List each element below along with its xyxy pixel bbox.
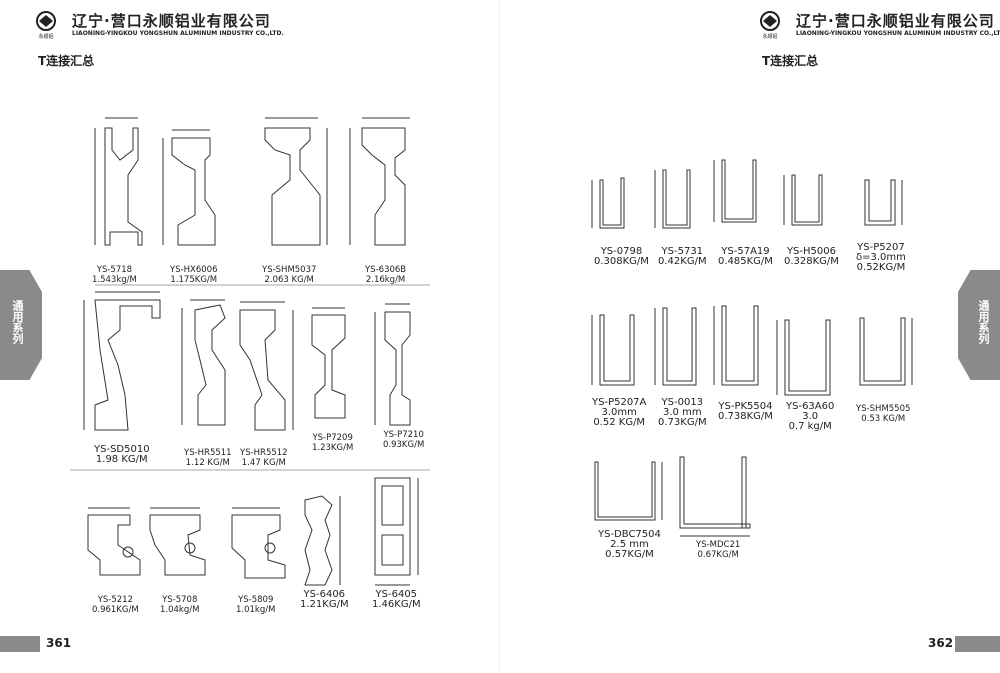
section-title: T连接汇总 — [38, 54, 95, 68]
profiles-drawing — [591, 159, 913, 537]
profile-ys-5809 — [231, 507, 286, 579]
footer-bar — [955, 636, 1000, 652]
page-number: 361 — [46, 636, 72, 650]
company-name-en: LIAONING-YINGKOU YONGSHUN ALUMINUM INDUS… — [72, 30, 284, 37]
company-name-en: LIAONING-YINGKOU YONGSHUN ALUMINUM INDUS… — [796, 30, 1000, 37]
profile-ys-63a60 — [776, 319, 831, 396]
profile-ys-dbc7504 — [594, 461, 663, 521]
profile-ys-p7209 — [311, 307, 346, 419]
profile-ys-5708 — [149, 507, 206, 576]
profile-ys-5718 — [94, 117, 143, 246]
profile-ys-mdc21 — [679, 456, 751, 537]
profile-ys-hx6006 — [162, 129, 216, 246]
profile-ys-shm5505 — [859, 317, 913, 386]
profile-ys-0798 — [591, 177, 625, 229]
profile-ys-sd5010 — [83, 291, 161, 431]
company-name-cn: 辽宁·营口永顺铝业有限公司 — [72, 12, 271, 30]
section-title: T连接汇总 — [762, 54, 819, 68]
side-tab-label: 通用系列 — [977, 300, 990, 344]
profile-ys-6306b — [349, 117, 410, 246]
svg-text:永顺铝: 永顺铝 — [38, 33, 53, 40]
profile-ys-p5207 — [864, 179, 903, 226]
side-tab-label: 通用系列 — [11, 300, 24, 344]
profile-ys-0013 — [654, 307, 697, 386]
company-name-cn: 辽宁·营口永顺铝业有限公司 — [796, 12, 995, 30]
side-tab: 通用系列 — [0, 270, 42, 380]
profile-ys-5731 — [654, 169, 691, 229]
profile-ys-5212 — [87, 507, 141, 576]
profile-ys-hr5512 — [239, 301, 294, 431]
profile-ys-p7210 — [374, 303, 411, 426]
profiles-drawing — [70, 117, 430, 586]
page-number: 362 — [928, 636, 954, 650]
page-361: 永顺铝 辽宁·营口永顺铝业有限公司 LIAONING-YINGKOU YONGS… — [0, 11, 430, 652]
profile-ys-6406 — [304, 495, 341, 586]
company-logo: 永顺铝 — [36, 11, 56, 40]
svg-text:永顺铝: 永顺铝 — [762, 33, 777, 40]
company-logo: 永顺铝 — [760, 11, 780, 40]
profile-ys-57A19 — [713, 159, 757, 223]
profile-ys-hr5511 — [181, 299, 226, 426]
side-tab: 通用系列 — [958, 270, 1000, 380]
profile-ys-shm5037 — [264, 117, 328, 246]
profile-ys-pk5504 — [713, 305, 759, 386]
footer-bar — [0, 636, 40, 652]
page-362: 永顺铝 辽宁·营口永顺铝业有限公司 LIAONING-YINGKOU YONGS… — [500, 0, 1000, 673]
profile-ys-6405 — [374, 477, 419, 586]
profile-ys-p5207a — [591, 314, 635, 386]
profile-ys-h5006 — [783, 174, 823, 226]
